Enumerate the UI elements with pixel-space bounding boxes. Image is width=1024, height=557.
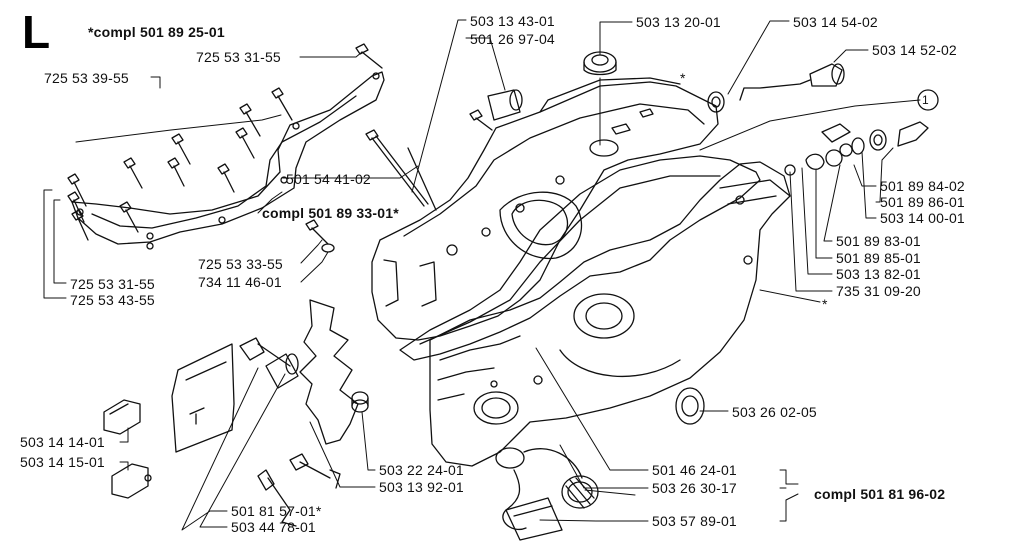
grommet: [583, 51, 617, 76]
asterisk-mark: *: [680, 70, 686, 86]
small-screw-washer: [305, 219, 335, 253]
part-label: 501 89 85-01: [836, 250, 921, 266]
part-label: 501 89 86-01: [880, 194, 965, 210]
part-label: 503 14 00-01: [880, 210, 965, 226]
pins: [257, 453, 341, 527]
fuel-cap-group: [495, 447, 599, 541]
part-label: 503 44 78-01: [231, 519, 316, 535]
bumper-spike: [299, 299, 359, 445]
rubber-buffers: [103, 399, 152, 499]
asterisk-mark: *: [822, 296, 828, 312]
seal-ring: [675, 387, 705, 425]
part-label: 501 89 84-02: [880, 178, 965, 194]
leader-lines: [43, 19, 921, 531]
callout-number: 1: [922, 93, 929, 107]
part-label: 734 11 46-01: [198, 274, 282, 290]
part-label: 503 14 54-02: [793, 14, 878, 30]
part-label: 503 14 15-01: [20, 454, 105, 470]
chain-catcher-plate: [171, 343, 235, 453]
lever-assembly: [784, 121, 929, 176]
part-label: 503 14 14-01: [20, 434, 105, 450]
crankcase-upper-half: [371, 77, 719, 341]
part-label: 503 13 20-01: [636, 14, 721, 30]
part-label: 503 13 92-01: [379, 479, 464, 495]
part-label: 501 26 97-04: [470, 31, 555, 47]
part-label: 503 26 30-17: [652, 480, 737, 496]
part-label: 735 31 09-20: [836, 283, 921, 299]
gasket-bolts: [67, 43, 383, 250]
small-ring: [351, 391, 369, 413]
long-bolt: [365, 129, 437, 211]
part-label: 503 57 89-01: [652, 513, 737, 529]
sleeve-bushing: [239, 337, 299, 389]
kit-label-main: *compl 501 89 25-01: [88, 24, 225, 40]
part-label: 725 53 39-55: [44, 70, 129, 86]
part-label: 501 46 24-01: [652, 462, 737, 478]
part-label: 503 13 82-01: [836, 266, 921, 282]
part-label: 503 26 02-05: [732, 404, 817, 420]
callout-circle: [917, 89, 939, 111]
part-label: 725 53 31-55: [196, 49, 281, 65]
fuel-hose: [739, 63, 845, 101]
part-label: 725 53 33-55: [198, 256, 283, 272]
kit-label-tank: compl 501 81 96-02: [814, 486, 946, 502]
part-label: 501 81 57-01*: [231, 503, 322, 519]
section-letter: L: [22, 6, 51, 58]
part-label: 725 53 43-55: [70, 292, 155, 308]
bearing-piece: [469, 89, 523, 131]
washer-ring: [707, 91, 725, 113]
part-label: 725 53 31-55: [70, 276, 155, 292]
part-label: 501 54 41-02: [286, 171, 371, 187]
part-label: 503 22 24-01: [379, 462, 464, 478]
part-label: 503 13 43-01: [470, 13, 555, 29]
part-label: 503 14 52-02: [872, 42, 957, 58]
part-label: 501 89 83-01: [836, 233, 921, 249]
kit-label-gasket: compl 501 89 33-01*: [262, 205, 399, 221]
